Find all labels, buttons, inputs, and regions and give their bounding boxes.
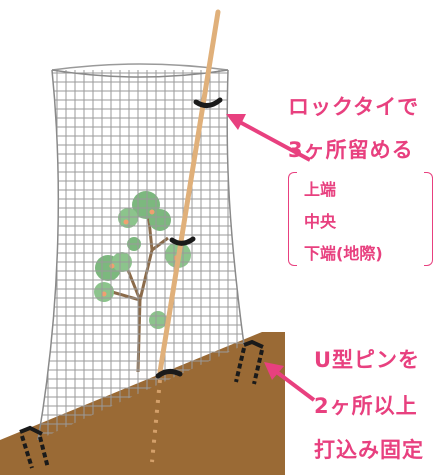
u-pin-left — [19, 425, 50, 469]
support-stake — [150, 9, 221, 463]
position-list-brace-right — [424, 172, 433, 266]
pin-callout-arrow — [264, 362, 316, 402]
tie-callout-arrow — [226, 114, 311, 162]
net-top-rim-back — [51, 63, 229, 71]
net-outline — [37, 69, 245, 441]
lock-tie-bottom — [155, 368, 183, 379]
position-bottom-label: 下端(地際) — [304, 244, 383, 263]
lock-tie-middle — [169, 236, 196, 246]
position-middle-label: 中央 — [304, 212, 337, 231]
tie-instruction-line1: ロックタイで — [288, 95, 420, 119]
u-pin-right — [234, 339, 264, 385]
lock-tie-top — [193, 97, 223, 108]
pin-instruction-line2: 2ヶ所以上 — [314, 394, 418, 418]
ground-slope — [0, 332, 285, 475]
position-list-brace-left — [288, 172, 297, 266]
pin-instruction-line1: U型ピンを — [314, 348, 421, 372]
position-top-label: 上端 — [304, 180, 337, 199]
tie-instruction-line2: 3ヶ所留める — [288, 138, 414, 162]
pin-instruction-line3: 打込み固定 — [314, 438, 424, 462]
